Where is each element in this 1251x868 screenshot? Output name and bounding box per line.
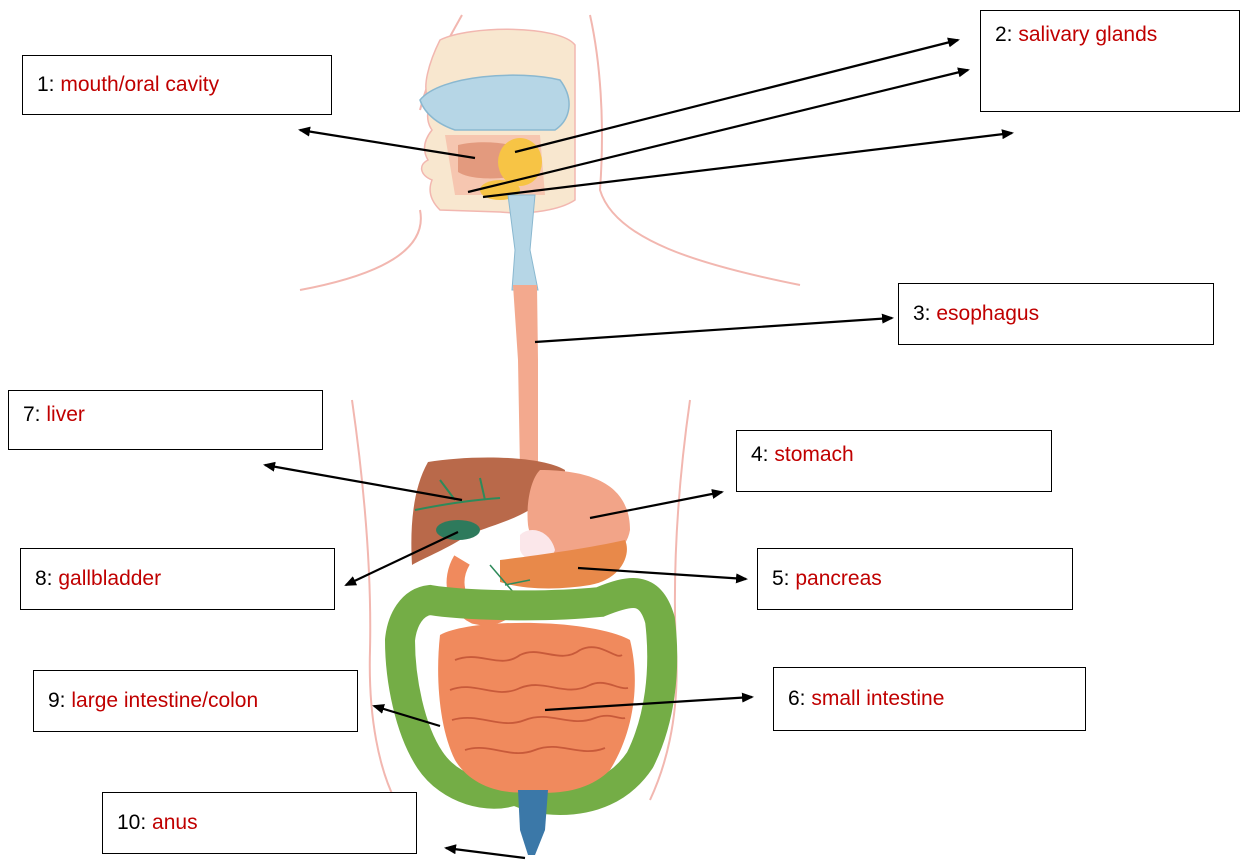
label-number: 3: [913,302,931,326]
label-name: stomach [774,443,853,467]
label-number: 1: [37,73,55,97]
esophagus-shape [513,285,538,470]
label-number: 10: [117,811,146,835]
label-name: liver [46,403,85,427]
arrow-salivary-1 [515,40,958,152]
label-name: small intestine [811,687,944,711]
label-pancreas: 5: pancreas [757,548,1073,610]
label-salivary-glands: 2: salivary glands [980,10,1240,112]
label-mouth: 1: mouth/oral cavity [22,55,332,115]
label-esophagus: 3: esophagus [898,283,1214,345]
label-name: large intestine/colon [71,689,258,713]
small-intestine-shape [438,623,635,793]
label-number: 4: [751,443,769,467]
label-anus: 10: anus [102,792,417,854]
label-number: 6: [788,687,806,711]
gallbladder-shape [436,520,480,540]
rectum-shape [518,790,548,855]
label-number: 2: [995,23,1013,47]
label-name: anus [152,811,198,835]
head [420,29,575,290]
label-number: 5: [772,567,790,591]
arrow-gallbladder [346,532,458,585]
label-small-intestine: 6: small intestine [773,667,1086,731]
arrow-anus [446,848,525,858]
arrow-esophagus [535,318,892,342]
label-large-intestine: 9: large intestine/colon [33,670,358,732]
label-stomach: 4: stomach [736,430,1052,492]
label-gallbladder: 8: gallbladder [20,548,335,610]
label-name: gallbladder [58,567,161,591]
label-number: 7: [23,403,41,427]
label-number: 9: [48,689,66,713]
label-name: salivary glands [1018,23,1157,47]
label-liver: 7: liver [8,390,323,450]
label-name: esophagus [936,302,1039,326]
label-number: 8: [35,567,53,591]
label-name: pancreas [795,567,881,591]
label-name: mouth/oral cavity [60,73,219,97]
